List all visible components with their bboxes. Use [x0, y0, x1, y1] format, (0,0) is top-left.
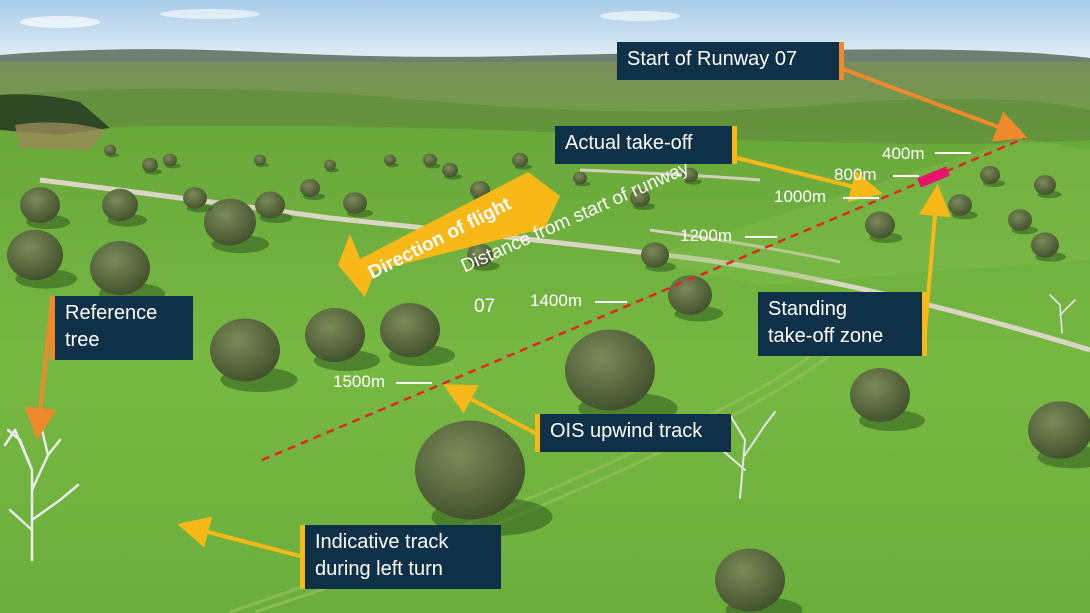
callout-start-of-runway-text: Start of Runway 07: [627, 48, 798, 70]
tree-canopy: [300, 179, 320, 197]
grass-paddock: [0, 126, 1090, 613]
callout-indicative-track: Indicative track during left turn: [300, 525, 501, 589]
distance-400m: 400m: [882, 144, 925, 163]
callout-reference-tree-line1: Reference: [65, 302, 158, 324]
trees: [7, 144, 1090, 613]
callout-standing-takeoff-zone: Standing take-off zone: [758, 292, 927, 356]
tree-canopy: [850, 368, 910, 422]
tree-canopy: [254, 154, 266, 166]
tick-400m: [935, 152, 971, 154]
tree-canopy: [715, 548, 785, 612]
tick-1200m: [745, 236, 777, 238]
direction-of-flight-arrow: [338, 172, 560, 297]
callout-reference-tree-line2: tree: [65, 329, 100, 351]
tree-canopy: [682, 167, 698, 183]
tree-canopy: [255, 191, 285, 219]
ois-track-arrow: [442, 384, 536, 435]
tree-canopy: [384, 154, 396, 166]
tree-canopy: [668, 275, 712, 315]
distance-800m: 800m: [834, 165, 877, 184]
tree-canopy: [204, 198, 256, 246]
callout-indicative-line2: during left turn: [315, 558, 443, 580]
tree-canopy: [102, 188, 138, 222]
tree-canopy: [104, 144, 116, 156]
tree-canopy: [1028, 401, 1090, 459]
callout-start-of-runway: Start of Runway 07: [617, 42, 844, 80]
distance-axis-label-suffix: 07: [474, 296, 496, 317]
actual-takeoff-arrow: [736, 156, 883, 202]
tree-canopy: [641, 242, 669, 268]
callout-actual-takeoff-text: Actual take-off: [565, 132, 693, 154]
start-runway-arrow: [839, 66, 1028, 142]
tree-canopy: [980, 166, 1000, 184]
tree-canopy: [1031, 232, 1059, 258]
tree-canopy: [630, 189, 650, 207]
tree-canopy: [142, 157, 158, 173]
tick-800m: [893, 175, 919, 177]
reference-tree-arrow: [24, 299, 57, 440]
tree-canopy: [20, 187, 60, 223]
tree-canopy: [7, 229, 63, 281]
tree-canopy: [305, 308, 365, 362]
tree-canopy: [210, 318, 280, 382]
distance-1000m: 1000m: [774, 187, 826, 206]
runway-strip: [640, 138, 1090, 285]
callout-standing-line2: take-off zone: [768, 325, 884, 347]
standing-takeoff-zone-marker: [917, 166, 950, 188]
tree-canopy: [865, 211, 895, 239]
callout-actual-takeoff: Actual take-off: [555, 126, 737, 164]
tree-canopy: [467, 243, 493, 267]
reference-tree-dead: [3, 428, 80, 562]
dead-tree-2: [721, 411, 776, 499]
tree-canopy: [324, 159, 336, 171]
tree-canopy: [415, 420, 525, 520]
tree-canopy: [423, 153, 437, 167]
tree-canopy: [442, 162, 458, 178]
tick-1000m: [843, 197, 879, 199]
distance-1400m: 1400m: [530, 291, 582, 310]
tree-canopy: [1034, 175, 1056, 195]
dead-tree-3: [1049, 294, 1076, 334]
callout-standing-line1: Standing: [768, 298, 847, 320]
tree-canopy: [183, 187, 207, 209]
callout-ois-text: OIS upwind track: [550, 420, 703, 442]
tree-canopy: [343, 192, 367, 214]
tree-canopy: [512, 152, 528, 168]
distance-1500m: 1500m: [333, 372, 385, 391]
tick-1400m: [595, 301, 627, 303]
callout-ois-upwind-track: OIS upwind track: [535, 414, 731, 452]
tree-canopy: [90, 241, 150, 295]
tree-canopy: [573, 171, 587, 185]
tree-canopy: [163, 153, 177, 167]
tick-1500m: [396, 382, 432, 384]
tree-canopy: [948, 194, 972, 216]
callout-reference-tree: Reference tree: [50, 296, 193, 360]
distance-1200m: 1200m: [680, 226, 732, 245]
tree-canopy: [380, 303, 440, 357]
indicative-track-arrow: [177, 516, 301, 558]
tree-canopy: [1008, 209, 1032, 231]
flight-track-line: [261, 136, 1026, 462]
tree-canopy: [565, 329, 655, 411]
callout-indicative-line1: Indicative track: [315, 531, 449, 553]
